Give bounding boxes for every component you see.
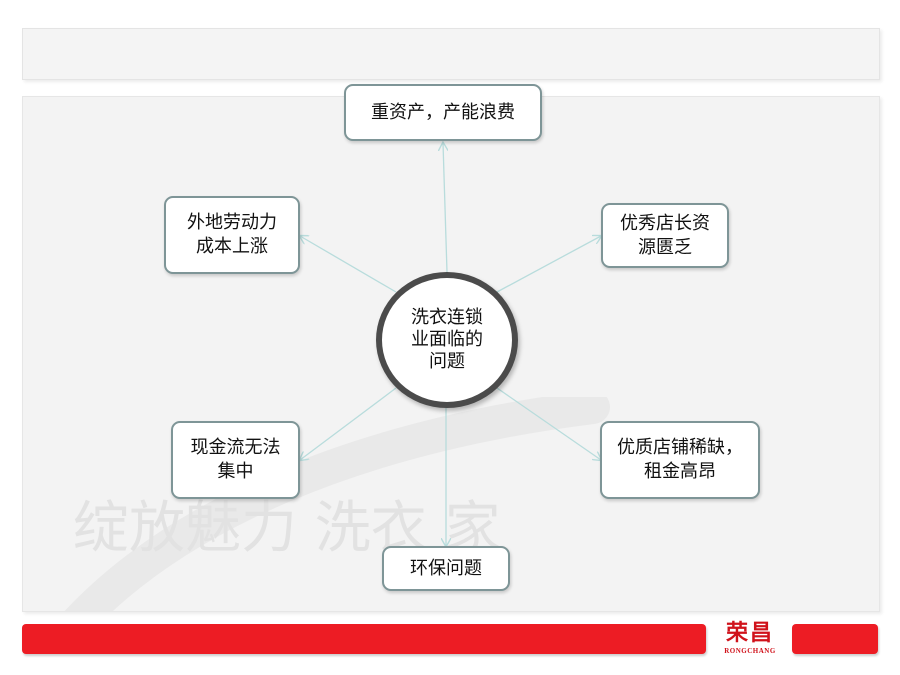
node-heavy-assets: 重资产，产能浪费: [344, 84, 542, 141]
logo-chinese: 荣昌: [725, 620, 774, 646]
node-labor-cost: 外地劳动力 成本上涨: [164, 196, 300, 274]
logo-english: RONGCHANG: [724, 647, 776, 655]
header-panel: [22, 28, 880, 80]
node-store-manager-shortage: 优秀店长资 源匮乏: [601, 203, 729, 268]
center-node: 洗衣连锁 业面临的 问题: [376, 272, 518, 408]
watermark-calligraphy: 绽放魅力 洗衣 家: [64, 397, 610, 611]
footer-bar: [22, 624, 706, 654]
node-environmental: 环保问题: [382, 546, 510, 591]
node-cash-flow: 现金流无法 集中: [171, 421, 300, 499]
node-store-scarcity: 优质店铺稀缺， 租金高昂: [600, 421, 760, 499]
brand-logo: 荣昌 RONGCHANG: [712, 620, 788, 662]
footer-bar-right: [792, 624, 878, 654]
